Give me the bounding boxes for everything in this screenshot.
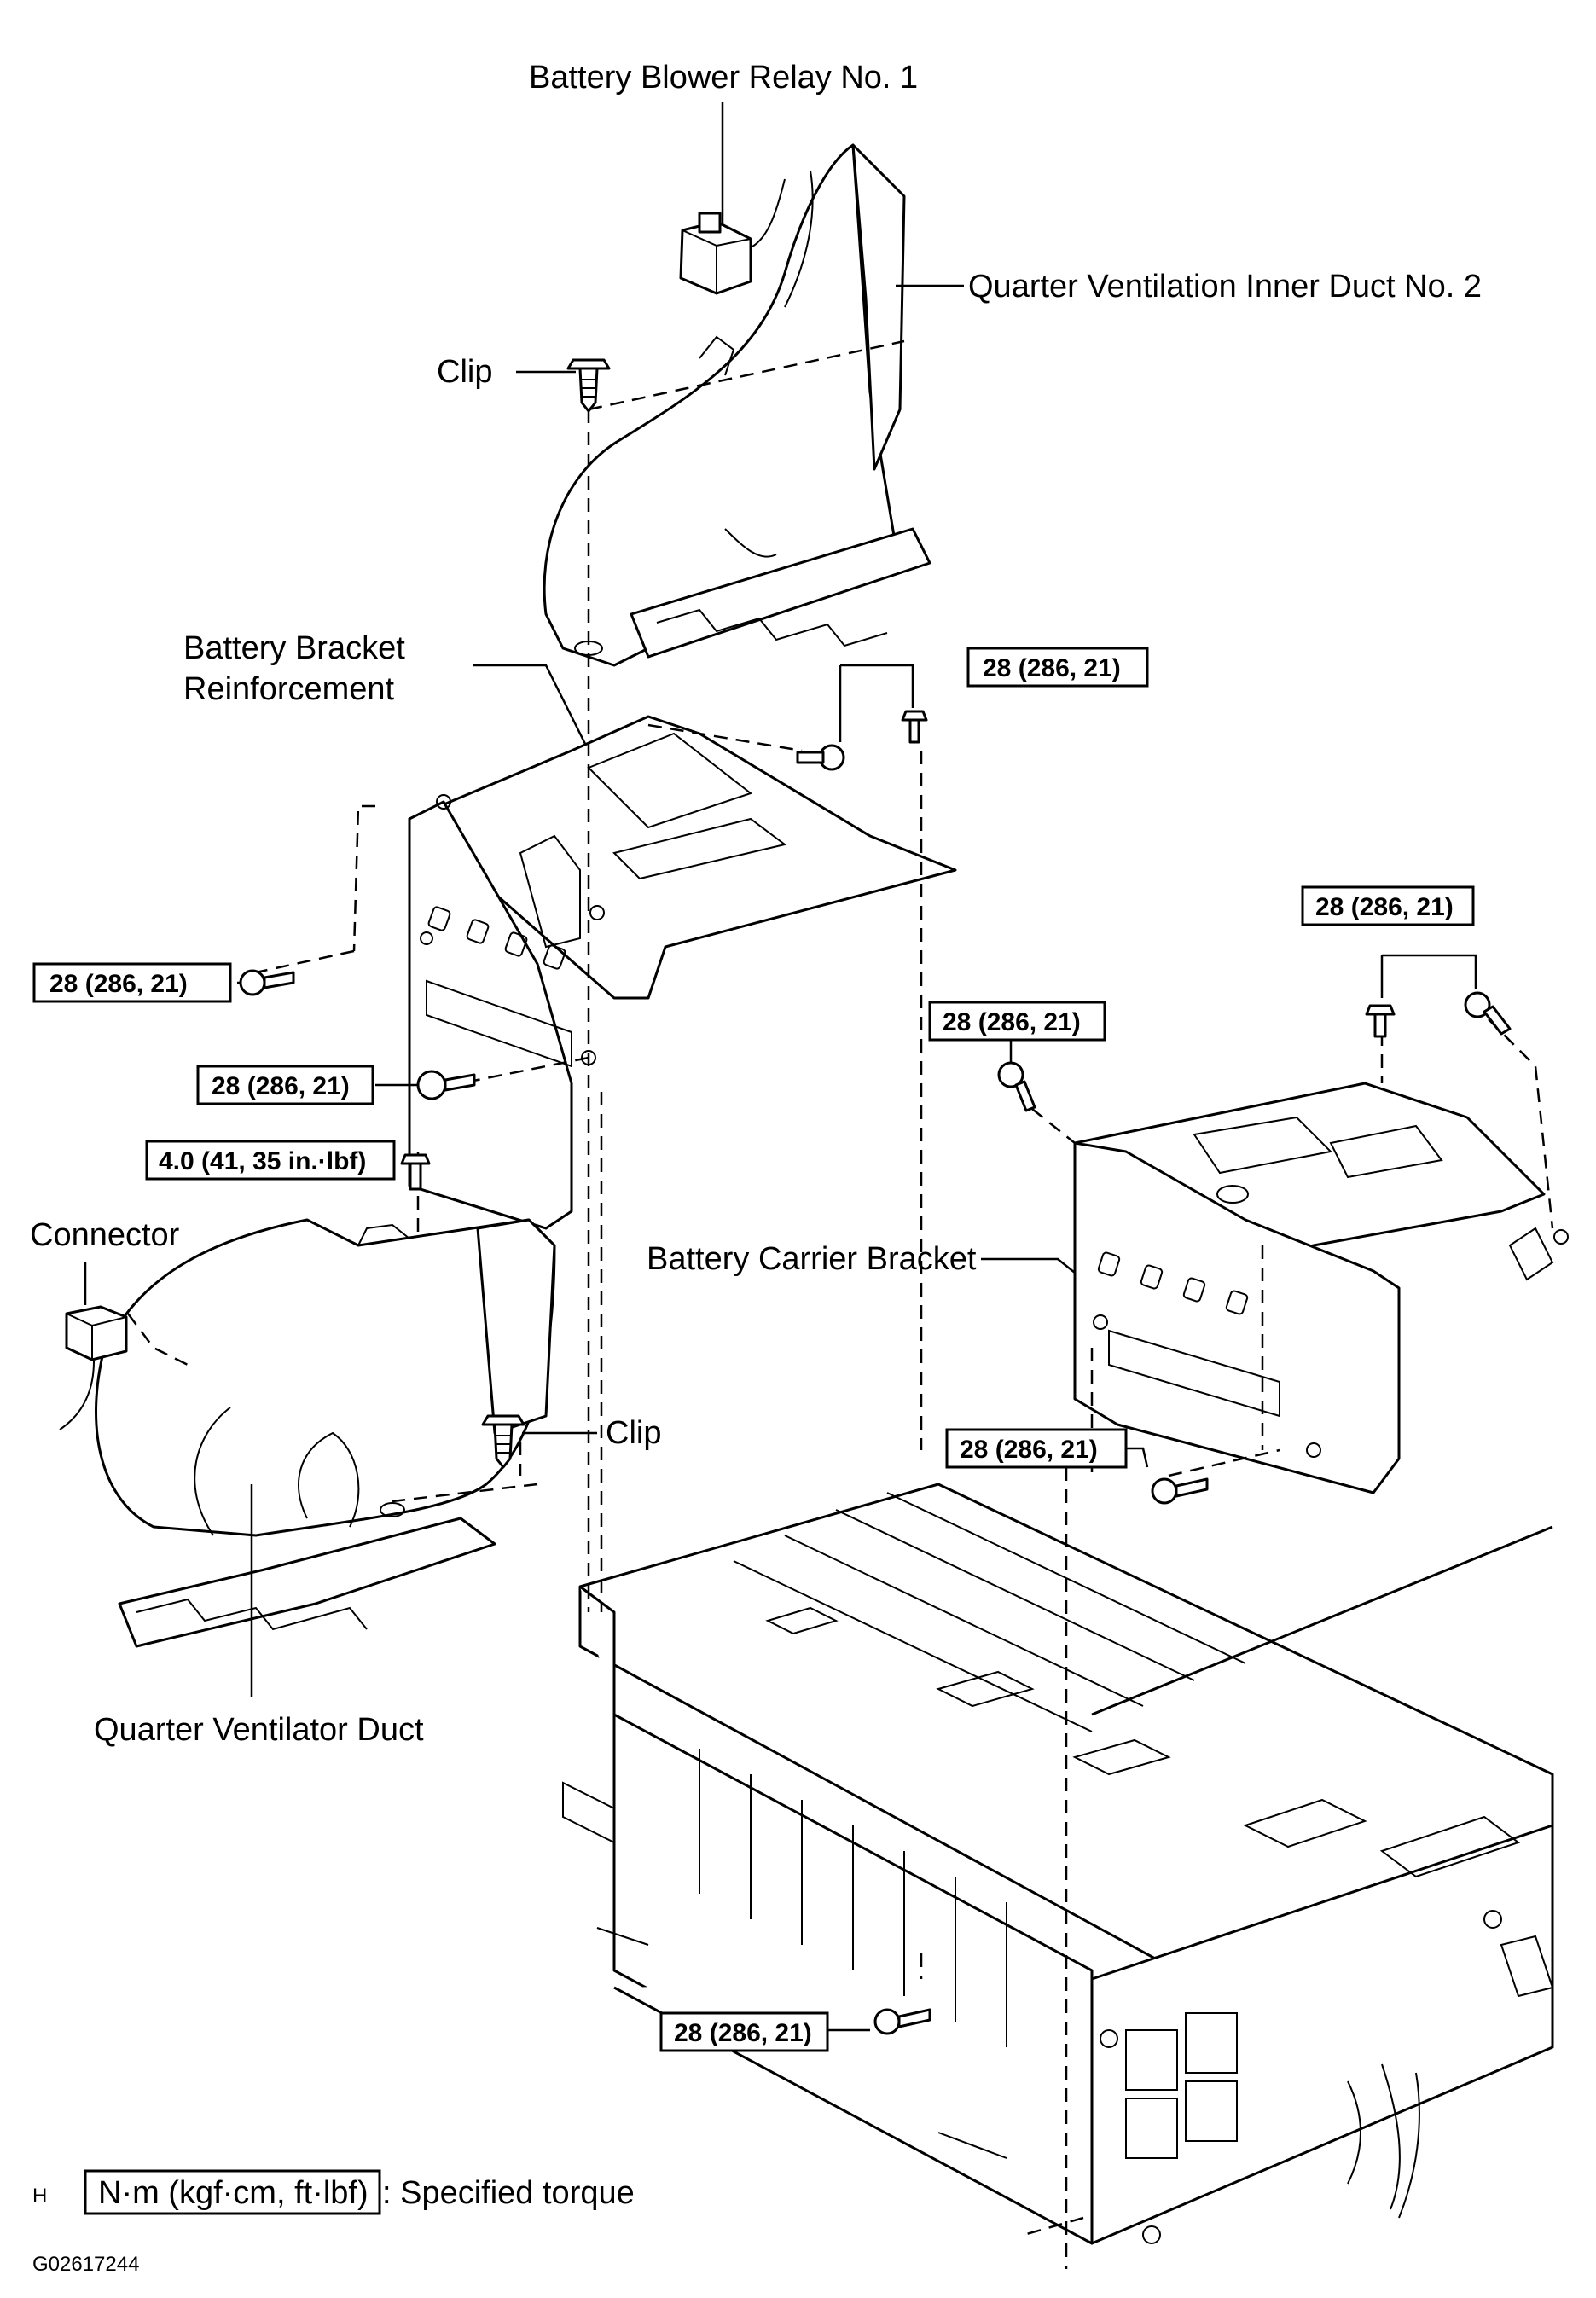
bolt-b bbox=[901, 710, 928, 744]
torque-box-5: 28 (286, 21) bbox=[196, 1065, 374, 1105]
label-clip-lower: Clip bbox=[606, 1415, 661, 1451]
connector-part bbox=[59, 1262, 128, 1430]
label-clip-top: Clip bbox=[437, 354, 492, 390]
battery-carrier-bracket-part bbox=[981, 1082, 1569, 1494]
torque-box-2: 28 (286, 21) bbox=[1301, 885, 1475, 926]
label-battery-bracket-1: Battery Bracket bbox=[183, 630, 405, 666]
svg-text:28 (286, 21): 28 (286, 21) bbox=[212, 1072, 350, 1100]
legend-suffix: : Specified torque bbox=[382, 2175, 635, 2211]
svg-text:4.0 (41, 35 in.·lbf): 4.0 (41, 35 in.·lbf) bbox=[159, 1147, 366, 1175]
quarter-ventilator-duct-part bbox=[95, 1218, 556, 1648]
svg-text:28 (286, 21): 28 (286, 21) bbox=[943, 1008, 1081, 1036]
battery-blower-relay-part bbox=[679, 102, 786, 295]
legend-unit-box: N·m (kgf·cm, ft·lbf) bbox=[98, 2175, 369, 2211]
bolt-g bbox=[1365, 1004, 1396, 1038]
svg-text:28 (286, 21): 28 (286, 21) bbox=[983, 654, 1121, 682]
figure-code: G02617244 bbox=[32, 2253, 139, 2276]
clip-lower-part bbox=[481, 1414, 597, 1469]
bolt-j bbox=[873, 2008, 931, 2035]
battery-bracket-reinforcement-part bbox=[408, 664, 957, 1230]
bolt-h bbox=[1464, 991, 1512, 1036]
bolt-e bbox=[400, 1153, 431, 1191]
clip-top-part bbox=[516, 358, 611, 413]
bolt-d bbox=[416, 1070, 476, 1100]
torque-box-7: 28 (286, 21) bbox=[945, 1428, 1128, 1469]
bolt-a bbox=[796, 744, 845, 771]
torque-box-4: 28 (286, 21) bbox=[928, 1001, 1106, 1042]
torque-box-8: 28 (286, 21) bbox=[659, 2011, 829, 2052]
bolt-c bbox=[239, 969, 295, 996]
label-battery-blower-relay: Battery Blower Relay No. 1 bbox=[529, 60, 918, 96]
legend: H N·m (kgf·cm, ft·lbf) : Specified torqu… bbox=[32, 2169, 635, 2215]
label-battery-carrier-bracket: Battery Carrier Bracket bbox=[647, 1241, 977, 1277]
label-quarter-vent-inner-duct: Quarter Ventilation Inner Duct No. 2 bbox=[968, 269, 1482, 305]
label-connector: Connector bbox=[30, 1217, 180, 1253]
torque-box-6: 4.0 (41, 35 in.·lbf) bbox=[145, 1140, 396, 1181]
quarter-ventilation-inner-duct-part bbox=[543, 143, 964, 667]
svg-text:28 (286, 21): 28 (286, 21) bbox=[674, 2019, 812, 2047]
label-battery-bracket-2: Reinforcement bbox=[183, 671, 395, 707]
torque-box-1: 28 (286, 21) bbox=[966, 647, 1149, 688]
bolt-i bbox=[1151, 1477, 1209, 1505]
bolt-f bbox=[997, 1061, 1036, 1112]
assembly-guide-lines bbox=[127, 339, 1554, 2269]
torque-box-3: 28 (286, 21) bbox=[32, 962, 232, 1003]
label-quarter-ventilator-duct: Quarter Ventilator Duct bbox=[94, 1712, 424, 1748]
legend-marker: H bbox=[32, 2185, 47, 2208]
svg-text:28 (286, 21): 28 (286, 21) bbox=[960, 1436, 1098, 1464]
hv-battery-assembly-part bbox=[562, 1483, 1554, 2245]
svg-text:28 (286, 21): 28 (286, 21) bbox=[49, 970, 188, 998]
svg-text:28 (286, 21): 28 (286, 21) bbox=[1315, 893, 1454, 921]
